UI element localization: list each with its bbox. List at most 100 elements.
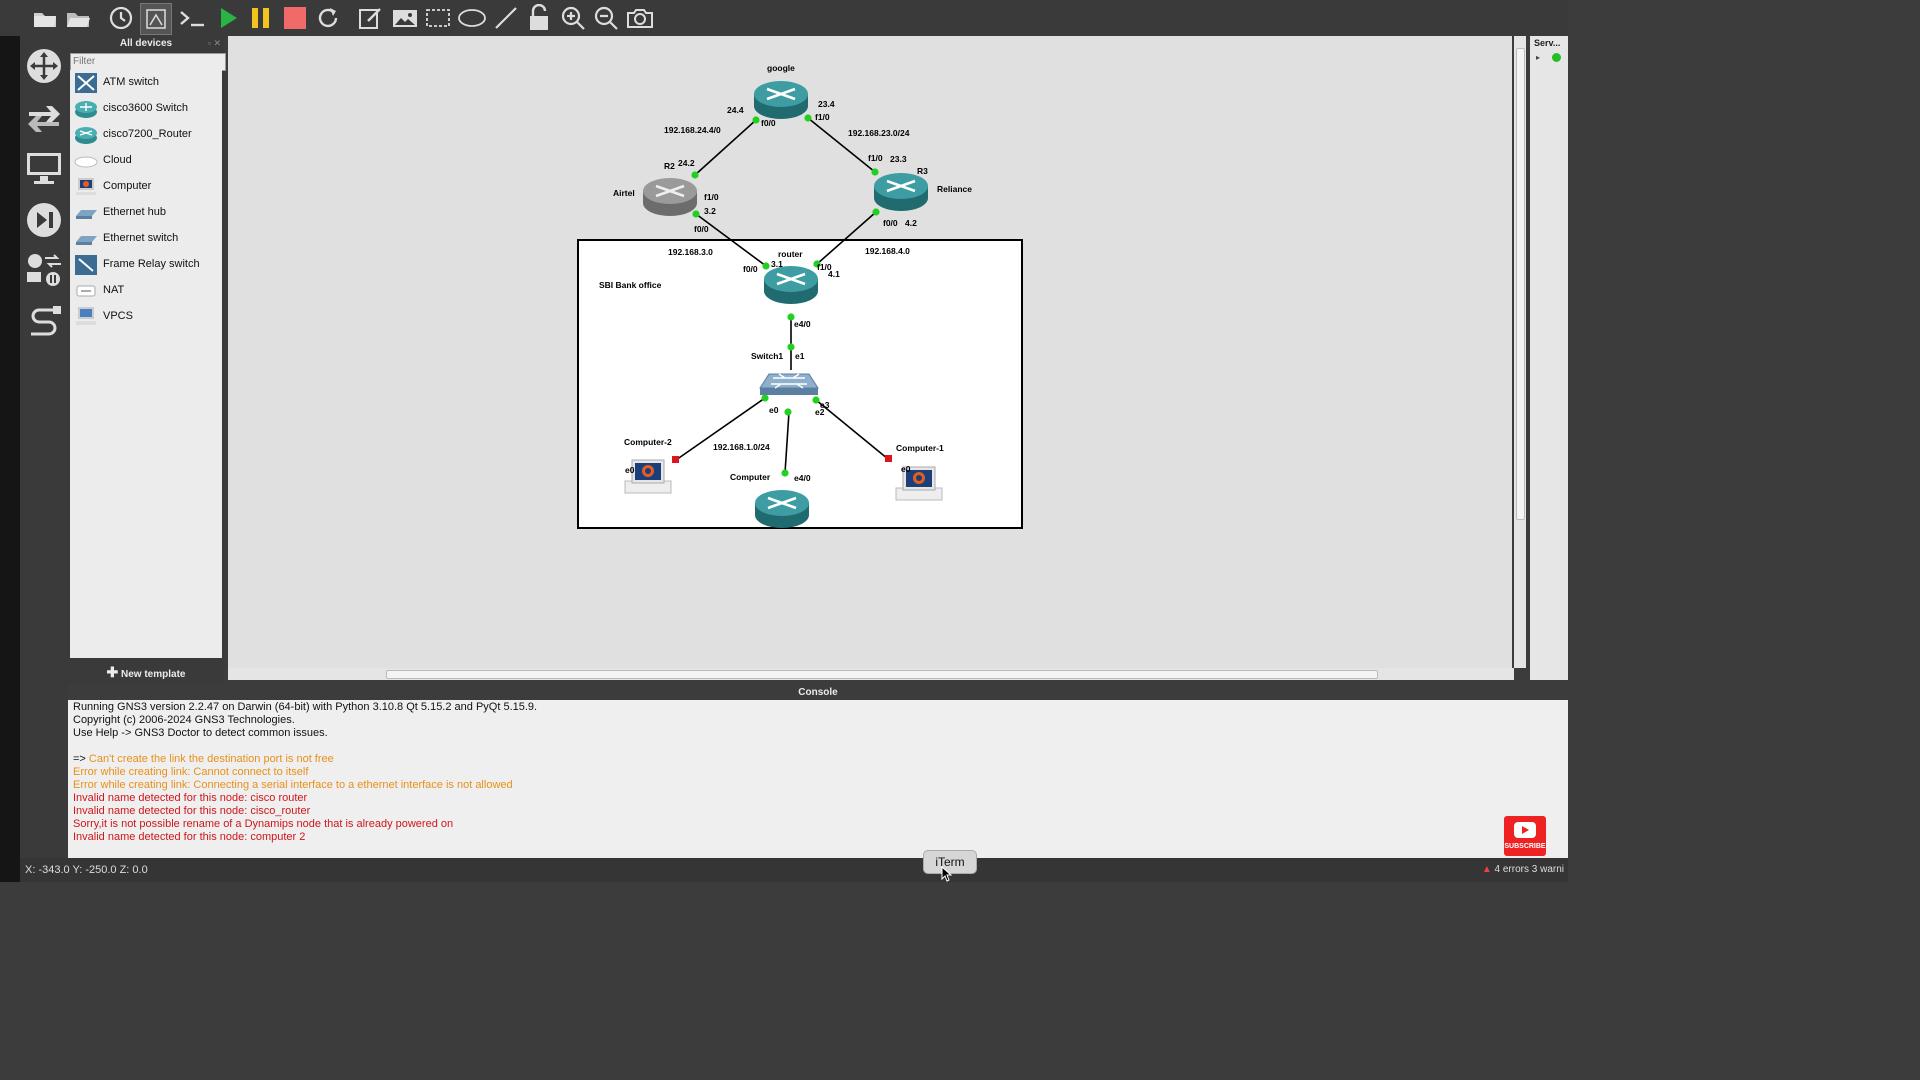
new-template-button[interactable]: ✚ New template [68,664,224,680]
browse-switches-icon[interactable] [24,98,64,138]
node-label-computer1: Computer-1 [896,443,944,453]
expand-arrow-icon[interactable]: ▸ [1536,53,1541,62]
show-interface-labels-icon[interactable] [140,3,172,35]
port-label: e0 [901,464,911,474]
draw-line-icon[interactable] [491,3,521,33]
stop-all-icon[interactable] [280,3,310,33]
device-item-cloud[interactable]: Cloud [70,148,222,174]
node-airtel[interactable] [641,176,699,218]
status-bar: X: -343.0 Y: -250.0 Z: 0.0 ▲ 4 errors 3 … [20,858,1568,882]
console-all-icon[interactable] [178,3,208,33]
console-line: Sorry,it is not possible rename of a Dyn… [73,818,1563,831]
device-item-atm-switch[interactable]: ATM switch [70,70,222,96]
open-project-icon[interactable] [63,3,93,33]
browse-security-devices-icon[interactable] [24,200,64,240]
errors-warnings-label: 4 errors 3 warni [1494,864,1564,875]
device-item-ethernet-hub[interactable]: Ethernet hub [70,200,222,226]
snapshot-icon[interactable] [106,3,136,33]
vpcs-icon [76,307,96,325]
node-label-computer: Computer [730,472,771,482]
device-type-toolbar [20,36,68,858]
node-router[interactable] [762,264,820,306]
device-item-computer[interactable]: Computer [70,174,222,200]
draw-ellipse-icon[interactable] [457,3,487,33]
device-item-cisco7200-router[interactable]: cisco7200_Router [70,122,222,148]
link-switch-computer1[interactable] [815,399,889,460]
devices-dock: All devices ▫ ✕ ATM switch cisco3600 Swi… [68,36,226,684]
errors-warnings-indicator[interactable]: ▲ 4 errors 3 warni [1482,864,1564,875]
port-label: f0/0 [761,118,776,128]
suspend-all-icon[interactable] [246,3,276,33]
insert-image-icon[interactable] [390,3,420,33]
node-switch1[interactable] [759,373,819,395]
link-reliance-router[interactable] [816,211,877,265]
topology-canvas[interactable]: google R2 Airtel R3 Reliance router Swit… [228,36,1512,668]
console-line-text: Copyright (c) 2006-2024 GNS3 Technologie… [73,714,295,726]
start-all-icon[interactable] [213,3,243,33]
link-google-reliance[interactable] [807,117,876,173]
device-label: ATM switch [103,76,160,88]
console-output[interactable]: Running GNS3 version 2.2.47 on Darwin (6… [68,700,1568,858]
reload-all-icon[interactable] [313,3,343,33]
screenshot-icon[interactable] [625,3,655,33]
scroll-thumb[interactable] [1516,48,1525,520]
node-google[interactable] [752,79,810,121]
device-item-vpcs[interactable]: VPCS [70,304,222,330]
console-line-text: Invalid name detected for this node: com… [73,831,306,843]
port-label: f1/0 [817,262,832,272]
network-label: 192.168.24.4/0 [664,125,721,135]
link-switch-computer2[interactable] [675,397,766,461]
area-label: SBI Bank office [599,280,662,290]
console-line-text: Invalid name detected for this node: cis… [73,805,311,817]
console-line: Error while creating link: Connecting a … [73,779,1563,792]
device-label: Cloud [103,154,132,166]
add-link-icon[interactable] [24,302,64,342]
browse-routers-icon[interactable] [24,46,64,86]
node-label-computer2: Computer-2 [624,437,672,447]
port-label: f1/0 [815,112,830,122]
youtube-play-icon [1514,822,1536,838]
node-computer[interactable] [753,488,811,530]
ethernet-switch-icon [76,236,97,245]
port-label: e0 [769,405,779,415]
canvas-horizontal-scrollbar[interactable] [228,668,1514,680]
frame-relay-icon [75,255,97,275]
device-label: NAT [103,284,125,296]
draw-rectangle-icon[interactable] [423,3,453,33]
node-label-r3: R3 [917,166,928,176]
link-google-airtel[interactable] [694,119,757,176]
device-label: Frame Relay switch [103,258,200,270]
canvas-vertical-scrollbar[interactable] [1514,36,1526,668]
console-line: Invalid name detected for this node: cis… [73,805,1563,818]
console-line-text: Invalid name detected for this node: cis… [73,792,308,804]
device-item-cisco3600-switch[interactable]: cisco3600 Switch [70,96,222,122]
console-line-text: Error while creating link: Connecting a … [73,779,513,791]
add-note-icon[interactable] [356,3,386,33]
port-label: e3 [820,400,830,410]
console-line-text: Running GNS3 version 2.2.47 on Darwin (6… [73,701,538,713]
subscribe-badge[interactable]: SUBSCRIBE [1504,816,1546,856]
browse-all-devices-icon[interactable] [24,250,64,290]
device-item-nat[interactable]: NAT [70,278,222,304]
new-project-icon[interactable] [30,3,60,33]
dock-float-close-icon[interactable]: ▫ ✕ [207,38,221,48]
lock-unlock-icon[interactable] [524,3,554,33]
link-airtel-router[interactable] [695,213,767,267]
device-label: VPCS [103,310,133,322]
desktop-edge [0,36,20,882]
port-label: f0/0 [883,218,898,228]
link-status-dots [672,114,892,477]
device-filter-input[interactable] [70,53,226,71]
zoom-in-icon[interactable] [558,3,588,33]
scroll-thumb[interactable] [386,670,1378,679]
device-item-ethernet-switch[interactable]: Ethernet switch [70,226,222,252]
link-switch-computer[interactable] [784,411,790,474]
browse-end-devices-icon[interactable] [24,148,64,188]
device-label: Computer [103,180,152,192]
port-label: 3.2 [704,206,716,216]
port-label: e1 [795,351,805,361]
zoom-out-icon[interactable] [591,3,621,33]
node-label-airtel: Airtel [613,188,635,198]
node-reliance[interactable] [872,171,930,213]
device-item-frame-relay-switch[interactable]: Frame Relay switch [70,252,222,278]
